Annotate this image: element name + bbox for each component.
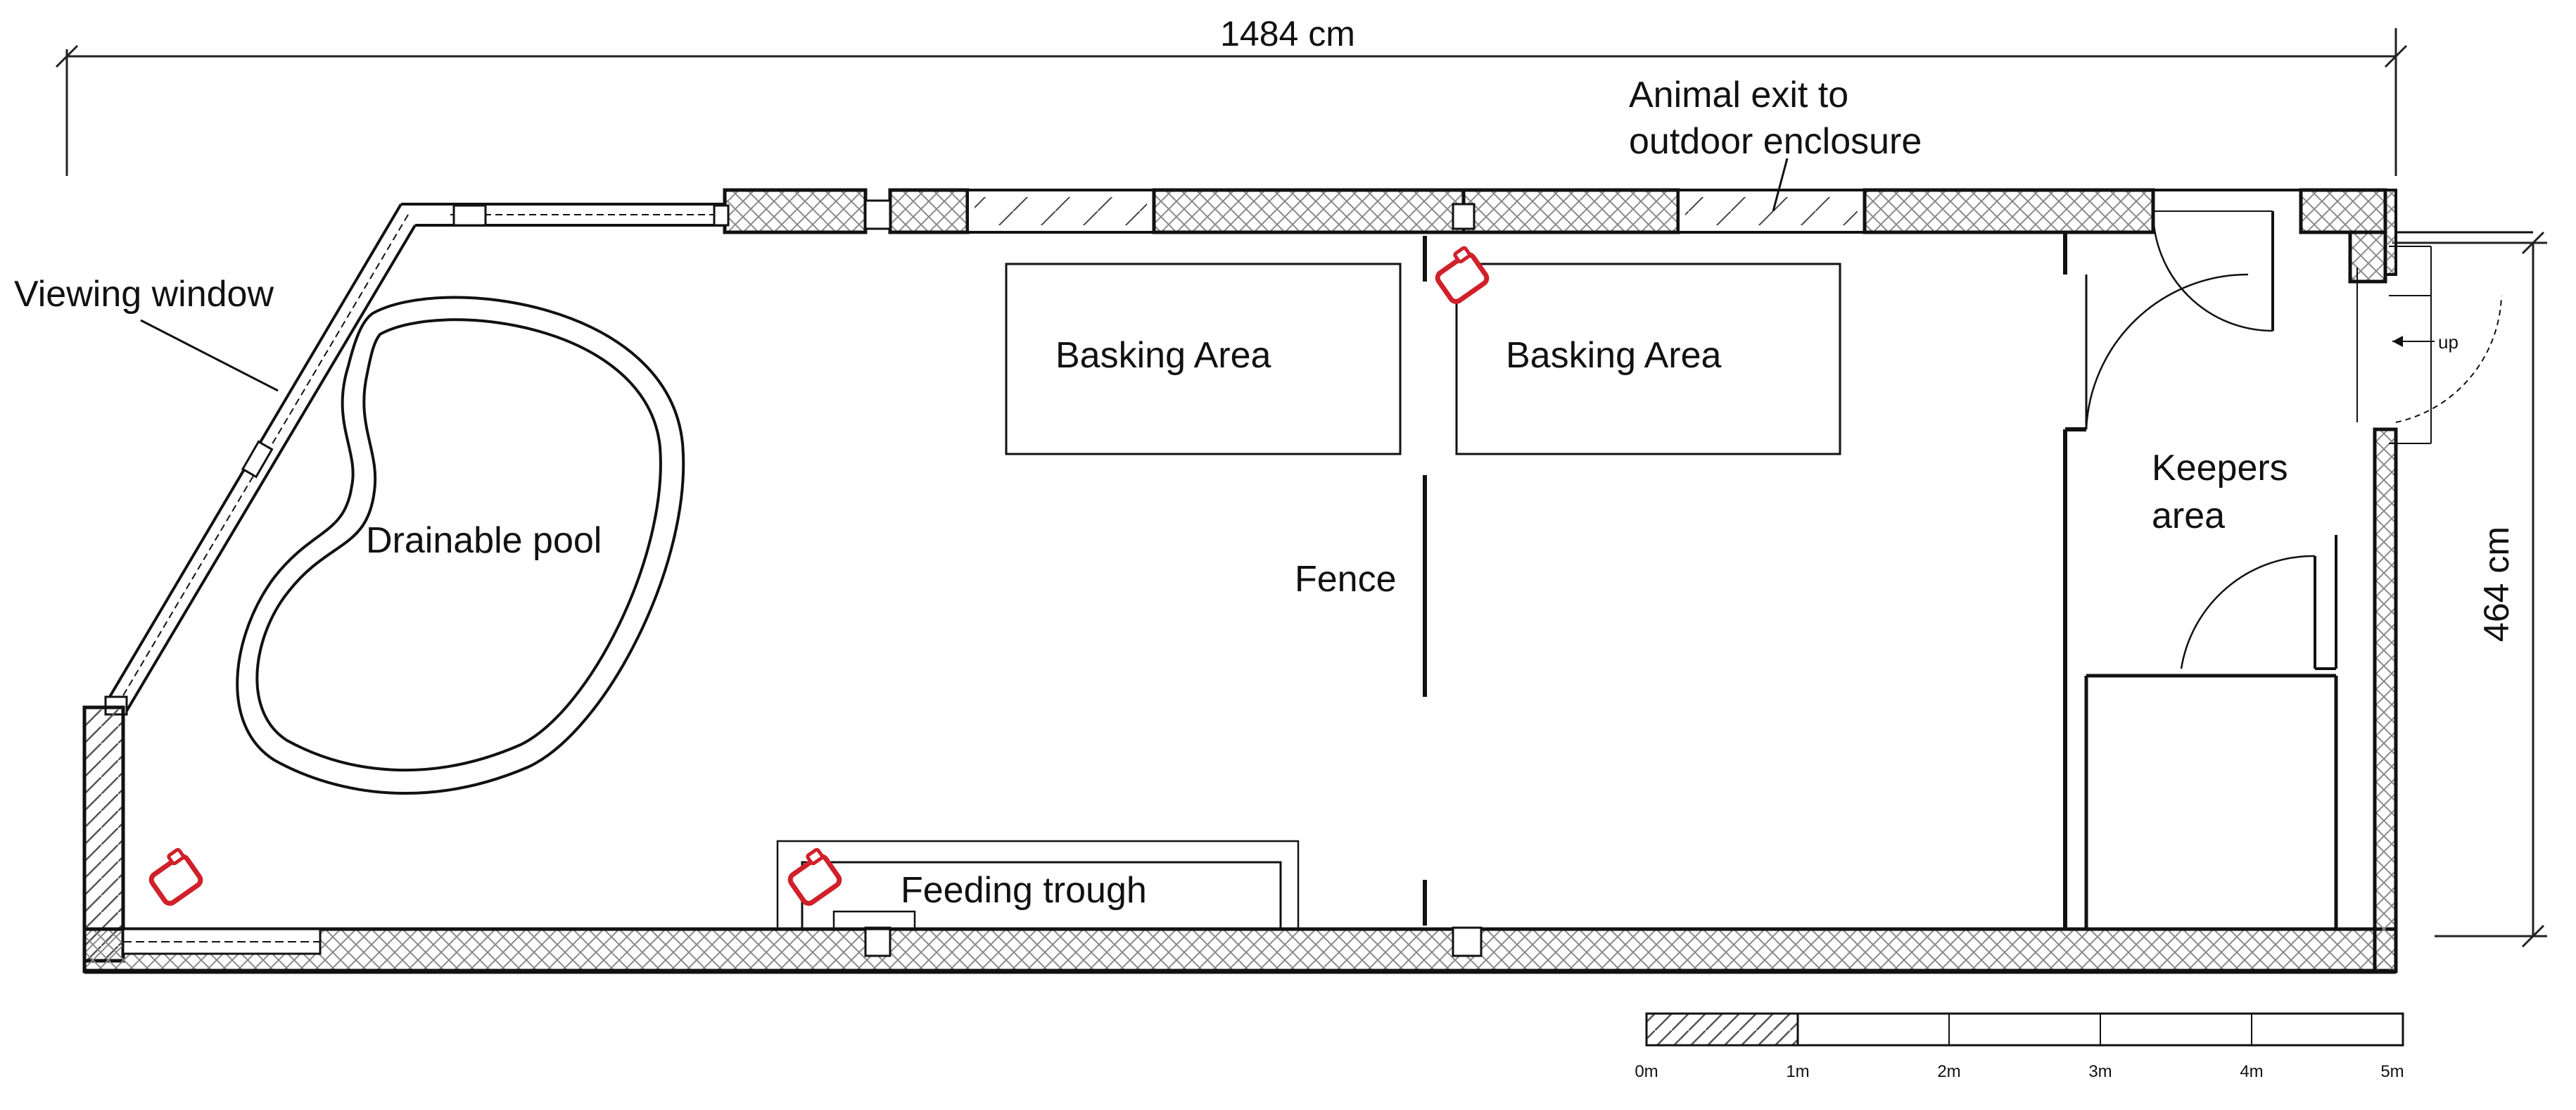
keepers-area xyxy=(2063,210,2533,929)
animal-exit-leader xyxy=(1772,158,1789,212)
camera-icon xyxy=(145,848,203,906)
animal-exit-label-line2: outdoor enclosure xyxy=(1629,121,1922,162)
viewing-window-wall xyxy=(104,203,730,716)
basking-area-1-label: Basking Area xyxy=(1055,335,1271,376)
right-wall xyxy=(2373,189,2398,973)
left-wall xyxy=(82,705,125,963)
basking-area-2-label: Basking Area xyxy=(1506,335,1721,376)
feeding-trough-label: Feeding trough xyxy=(901,870,1147,911)
basking-area-2 xyxy=(1455,263,1841,455)
fence-label: Fence xyxy=(1295,559,1397,600)
bottom-wall xyxy=(82,926,2398,974)
stairs-up-label: up xyxy=(2438,332,2458,353)
drainable-pool xyxy=(236,296,685,795)
scale-tick-0: 0m xyxy=(1635,1062,1658,1081)
length-dimension xyxy=(55,28,2408,176)
scale-tick-4: 4m xyxy=(2240,1062,2263,1081)
keepers-area-label-line1: Keepers xyxy=(2152,448,2288,488)
keepers-area-label-line2: area xyxy=(2152,496,2225,536)
scale-tick-3: 3m xyxy=(2088,1062,2112,1081)
drainable-pool-label: Drainable pool xyxy=(366,520,602,561)
scale-tick-5: 5m xyxy=(2380,1062,2404,1081)
length-dimension-label: 1484 cm xyxy=(1220,14,1355,53)
camera-icon xyxy=(784,848,842,906)
viewing-window-label: Viewing window xyxy=(14,274,274,315)
width-dimension-label: 464 cm xyxy=(2477,526,2516,642)
scale-bar xyxy=(1645,1012,2404,1047)
viewing-window-leader xyxy=(140,319,279,392)
scale-tick-2: 2m xyxy=(1937,1062,1960,1081)
animal-exit-label-line1: Animal exit to xyxy=(1629,75,1848,115)
scale-tick-1: 1m xyxy=(1786,1062,1809,1081)
top-wall xyxy=(723,188,2387,284)
width-dimension xyxy=(2392,231,2547,948)
basking-area-1 xyxy=(1005,263,1402,455)
